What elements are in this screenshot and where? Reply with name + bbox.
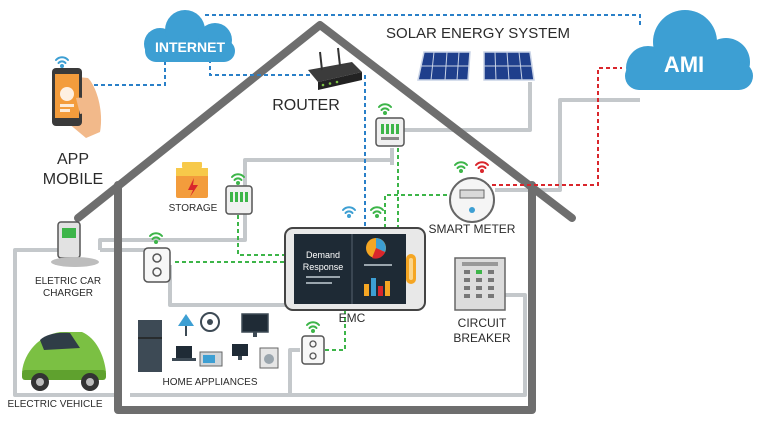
wifi-icon-emc-blue	[342, 206, 356, 218]
car-charger-label-line2: CHARGER	[43, 288, 93, 299]
internet-cloud	[144, 10, 235, 62]
emc-screen-text-line2: Response	[303, 262, 344, 272]
emc-label: EMC	[339, 311, 366, 325]
emc-screen-text-line1: Demand	[306, 250, 340, 260]
storage-label: STORAGE	[169, 203, 218, 214]
home-appliances-label: HOME APPLIANCES	[162, 377, 257, 388]
electric-vehicle-icon	[22, 332, 106, 391]
home-appliances-icons	[138, 312, 279, 372]
power-line-solar-to-inverter	[392, 82, 532, 132]
app-mobile-label-line1: APP	[57, 151, 89, 168]
router-label: ROUTER	[272, 97, 340, 114]
circuit-breaker-label-line2: BREAKER	[453, 331, 511, 345]
power-line-meter-to-ami	[495, 98, 640, 192]
emc-bar-chart-icon	[364, 278, 390, 296]
wifi-icon-inverter	[378, 103, 392, 115]
laptop-icon	[172, 346, 196, 361]
circuit-breaker-icon	[454, 257, 506, 311]
internet-cloud-label: INTERNET	[155, 39, 225, 55]
smart-meter-label: SMART METER	[429, 222, 516, 236]
appliance-outlet-icon	[301, 335, 325, 365]
smart-meter-icon	[449, 177, 495, 223]
house-walls	[114, 181, 536, 414]
storage-battery-icon	[176, 162, 208, 198]
car-charger-label-line1: ELETRIC CAR	[35, 276, 101, 287]
wifi-icon-app	[55, 56, 69, 68]
house-roof	[74, 21, 576, 222]
ami-cloud	[625, 10, 753, 90]
wifi-icon-meter-red	[475, 161, 489, 173]
wifi-icon-outlet	[149, 232, 163, 244]
solar-energy-system-label: SOLAR ENERGY SYSTEM	[386, 25, 570, 42]
tv-icon	[232, 344, 248, 360]
blue-line-internet-ami	[205, 14, 641, 25]
power-line-left-loop	[13, 248, 120, 397]
power-line-breaker-right	[130, 293, 527, 397]
storage-plug-icon	[225, 185, 253, 215]
lamp-icon	[178, 314, 194, 336]
wall-outlet-icon	[143, 247, 171, 283]
mobile-phone-icon	[52, 68, 102, 138]
microwave-icon	[199, 351, 223, 367]
wifi-icon-emc-green	[370, 206, 384, 218]
power-line-outlet-to-emc	[168, 265, 300, 307]
ami-cloud-label: AMI	[664, 52, 704, 77]
router-icon	[308, 47, 362, 90]
fridge-icon	[138, 320, 162, 372]
power-line-appliance-outlet	[288, 348, 300, 395]
blue-line-app-internet	[89, 60, 166, 95]
solar-panels-icon	[417, 51, 535, 81]
wifi-icon-appliance-outlet	[306, 321, 320, 333]
power-lines	[13, 82, 640, 397]
emc-tablet-icon	[284, 227, 426, 311]
data-lines	[89, 14, 641, 351]
power-line-to-storage	[243, 158, 392, 190]
fan-icon	[200, 312, 220, 332]
green-line-emc-meter	[384, 194, 452, 228]
ev-charger-icon	[51, 221, 99, 267]
wifi-icon-storage	[231, 173, 245, 185]
red-line-meter-ami	[485, 67, 622, 186]
house-outline	[74, 21, 576, 414]
washer-icon	[259, 347, 279, 369]
electric-vehicle-label: ELECTRIC VEHICLE	[7, 399, 102, 410]
monitor-icon	[241, 313, 269, 337]
power-line-storage-to-charger	[98, 212, 247, 250]
app-mobile-label-line2: MOBILE	[43, 171, 103, 188]
wifi-icon-meter-green	[454, 161, 468, 173]
circuit-breaker-label-line1: CIRCUIT	[458, 316, 507, 330]
solar-inverter-icon	[375, 117, 405, 147]
wifi-signals	[55, 56, 489, 333]
